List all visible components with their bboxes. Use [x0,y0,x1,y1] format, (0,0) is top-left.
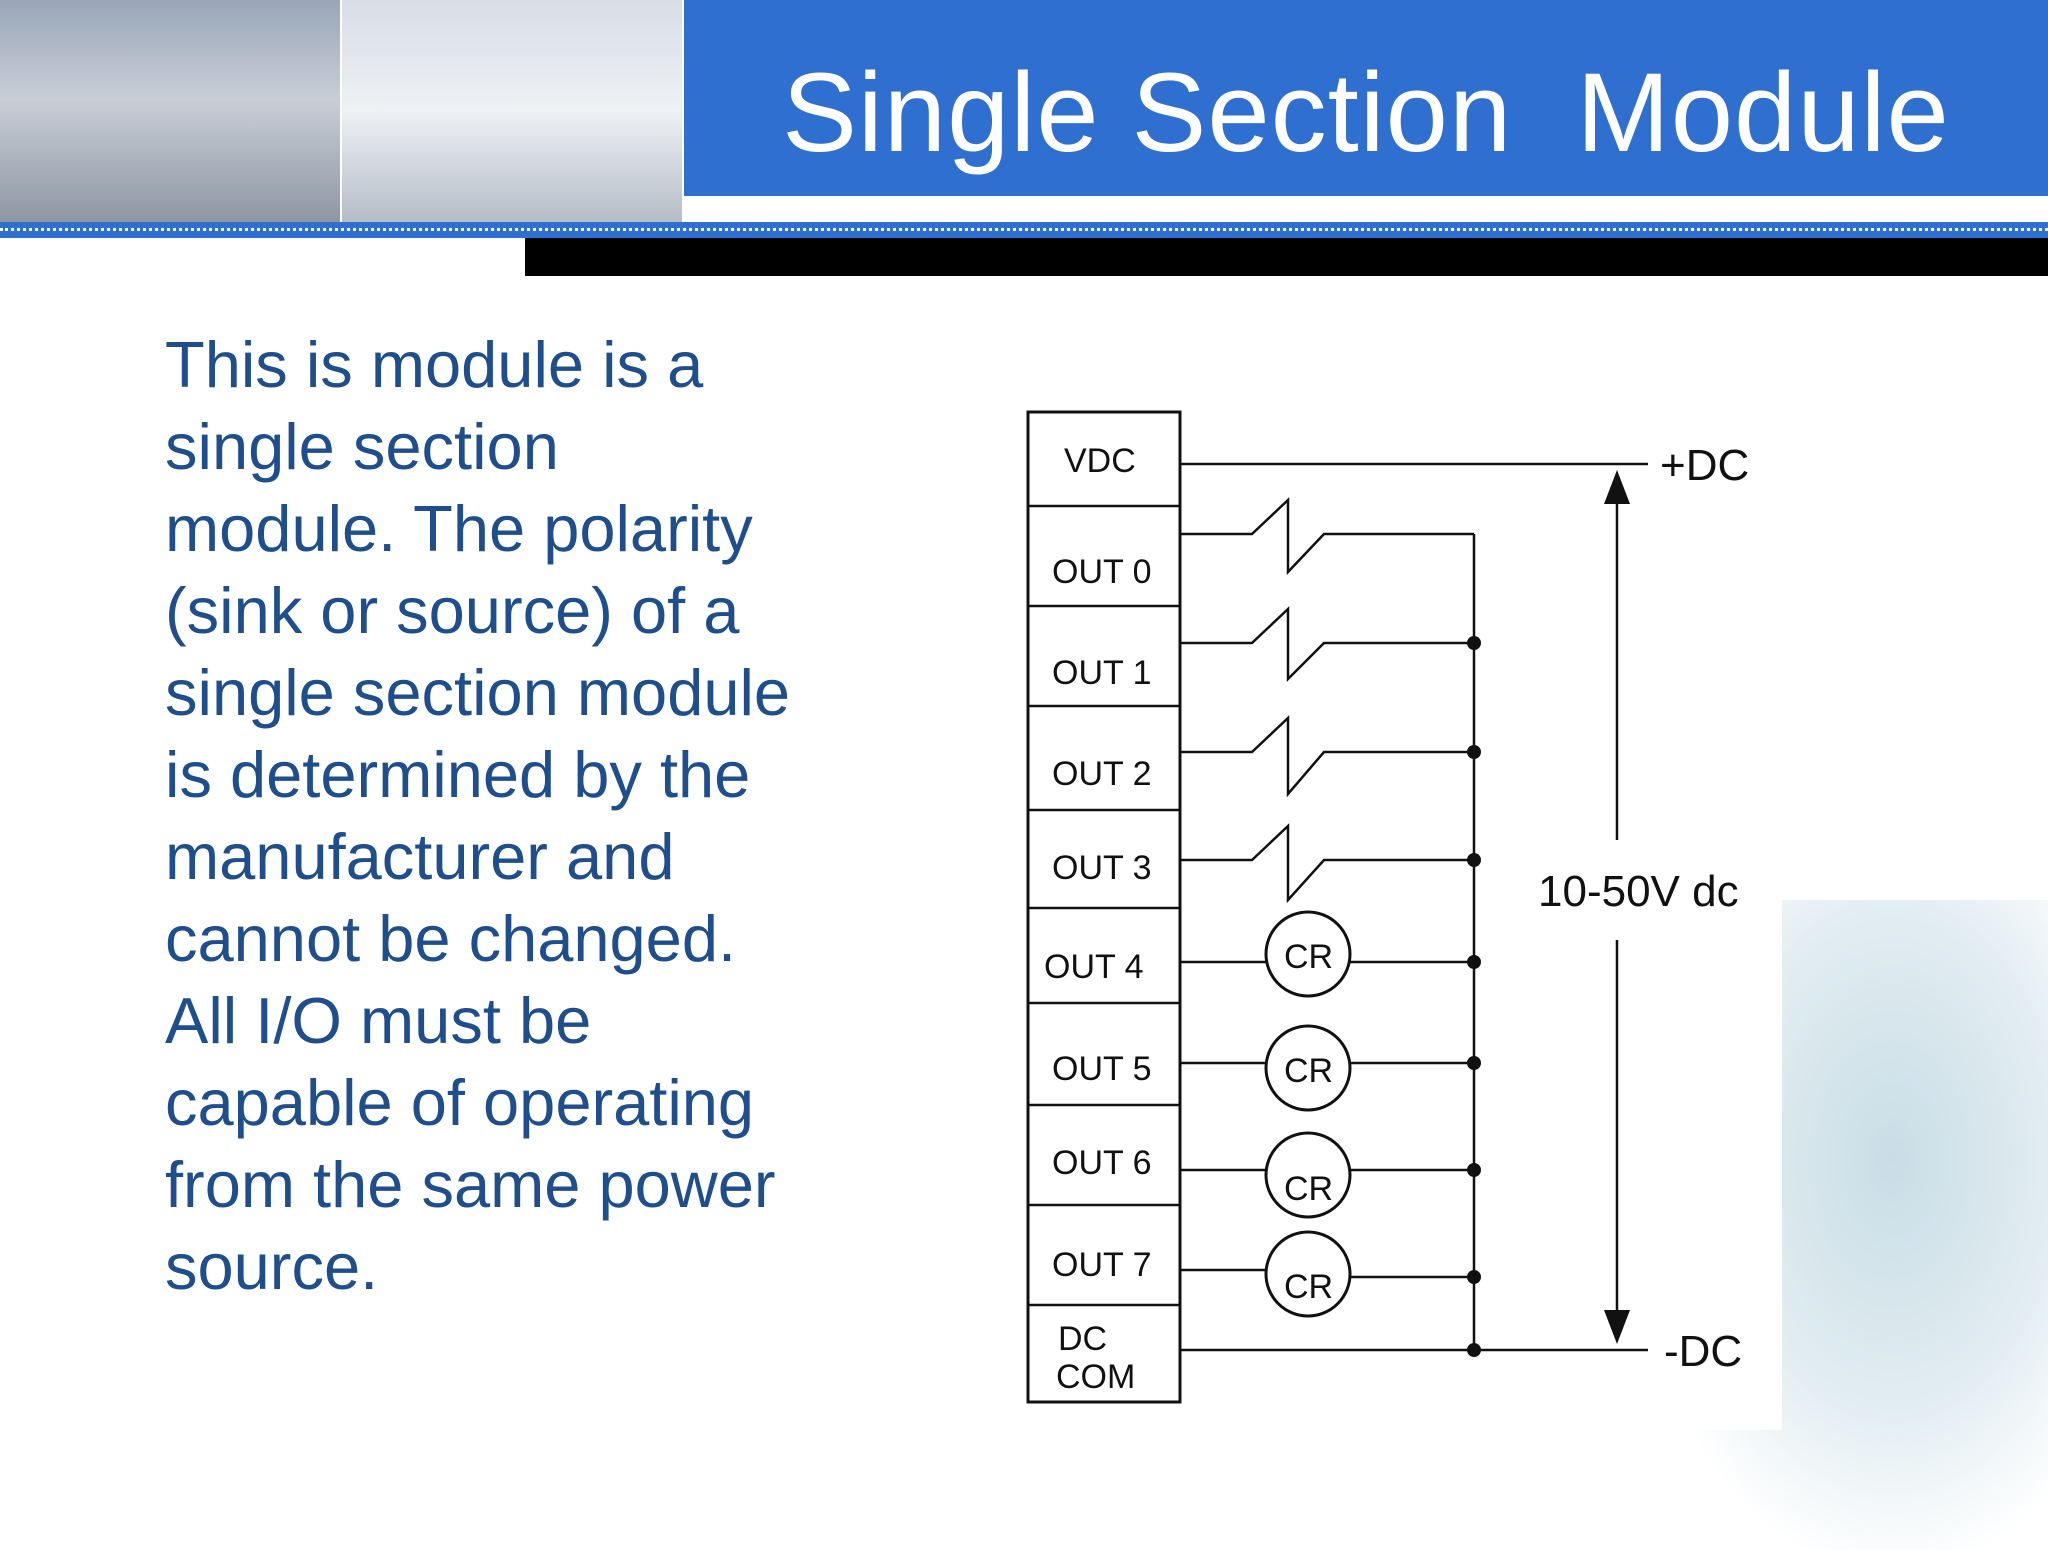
arrowhead-down-icon [1604,1310,1630,1344]
terminal-label-vdc: VDC [1064,442,1136,480]
terminal-label-out2: OUT 2 [1052,755,1152,793]
negative-rail-label: -DC [1664,1327,1742,1376]
voltage-range-label: 10-50V dc [1538,867,1739,916]
terminal-label-out4: OUT 4 [1044,948,1144,986]
wiring-diagram: VDC OUT 0 OUT 1 OUT 2 OUT 3 OUT 4 OUT 5 … [1020,400,1782,1430]
junction-dot [1467,1163,1481,1177]
slide-title: Single Section Module [782,50,1950,175]
cr-label-out5: CR [1284,1052,1333,1090]
cr-label-out7: CR [1284,1268,1333,1306]
load-coil-out3 [1180,823,1474,904]
junction-dot [1467,1056,1481,1070]
cr-load-out5 [1264,1024,1352,1112]
junction-dot [1467,853,1481,867]
cr-load-out4 [1264,910,1352,998]
plc-hardware-photo-right [342,0,682,222]
dotted-divider-lower [0,228,2048,231]
terminal-label-out3: OUT 3 [1052,849,1152,887]
dotted-divider [684,196,2048,199]
load-coil-out1 [1180,606,1474,683]
wiring-diagram-svg: VDC OUT 0 OUT 1 OUT 2 OUT 3 OUT 4 OUT 5 … [1026,410,1749,1404]
junction-dot [1467,745,1481,759]
terminal-label-out5: OUT 5 [1052,1050,1152,1088]
load-coil-out0 [1180,497,1474,576]
terminal-label-com: COM [1056,1358,1135,1396]
banner-photos [0,0,684,225]
terminal-label-dc: DC [1058,1320,1107,1358]
terminal-label-out6: OUT 6 [1052,1144,1152,1182]
arrowhead-up-icon [1604,470,1630,504]
body-paragraph: This is module is a single section modul… [165,328,791,1303]
cr-label-out6: CR [1284,1170,1333,1208]
title-band: Single Section Module [684,0,2048,196]
terminal-label-out7: OUT 7 [1052,1246,1152,1284]
cr-label-out4: CR [1284,938,1333,976]
junction-dot [1467,955,1481,969]
plc-hardware-photo-left [0,0,340,222]
junction-dot [1467,636,1481,650]
terminal-label-out0: OUT 0 [1052,553,1152,591]
junction-dot [1467,1270,1481,1284]
cr-load-out7 [1264,1230,1352,1318]
load-coil-out2 [1180,715,1474,798]
slide-header: Single Section Module [0,0,2048,276]
positive-rail-label: +DC [1660,441,1749,490]
terminal-label-out1: OUT 1 [1052,654,1152,692]
header-black-bar [525,238,2048,276]
cr-load-out6 [1264,1131,1352,1219]
